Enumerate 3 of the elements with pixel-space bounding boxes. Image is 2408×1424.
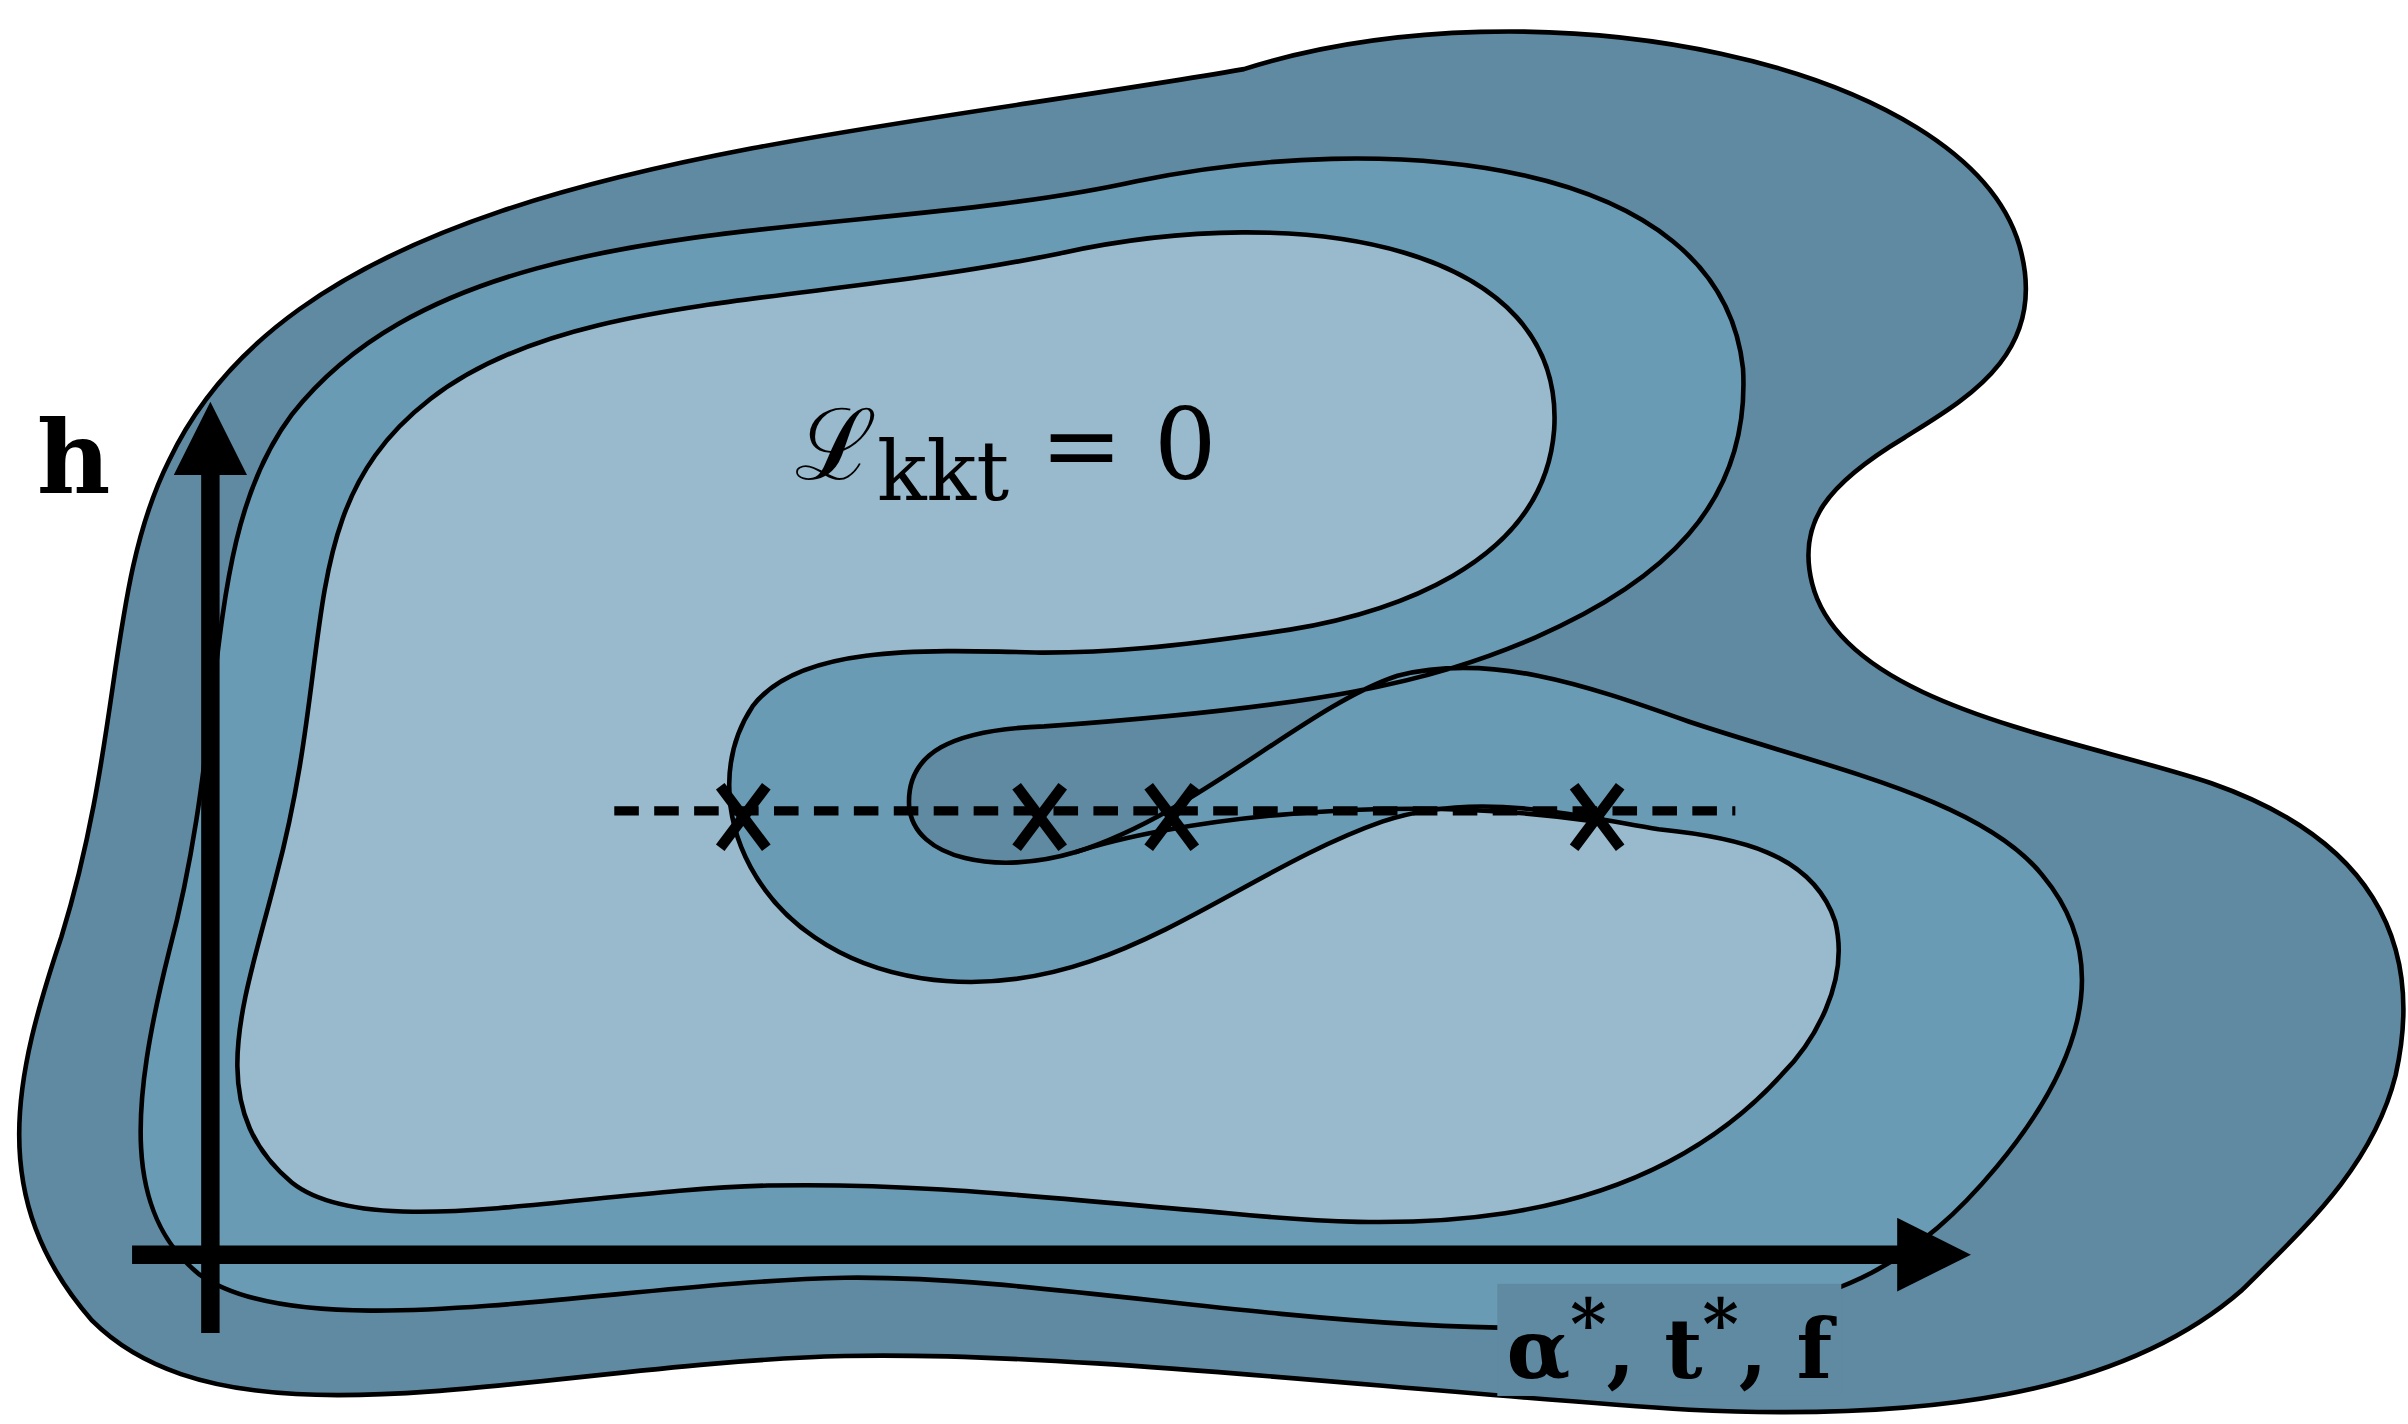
axis-label: α$^{*}$, t$^{*}$, f bbox=[1497, 1283, 1842, 1396]
equation-label: ℒ$_{kkt}$ = 0 bbox=[795, 396, 1217, 514]
axis-label: h bbox=[36, 406, 111, 509]
